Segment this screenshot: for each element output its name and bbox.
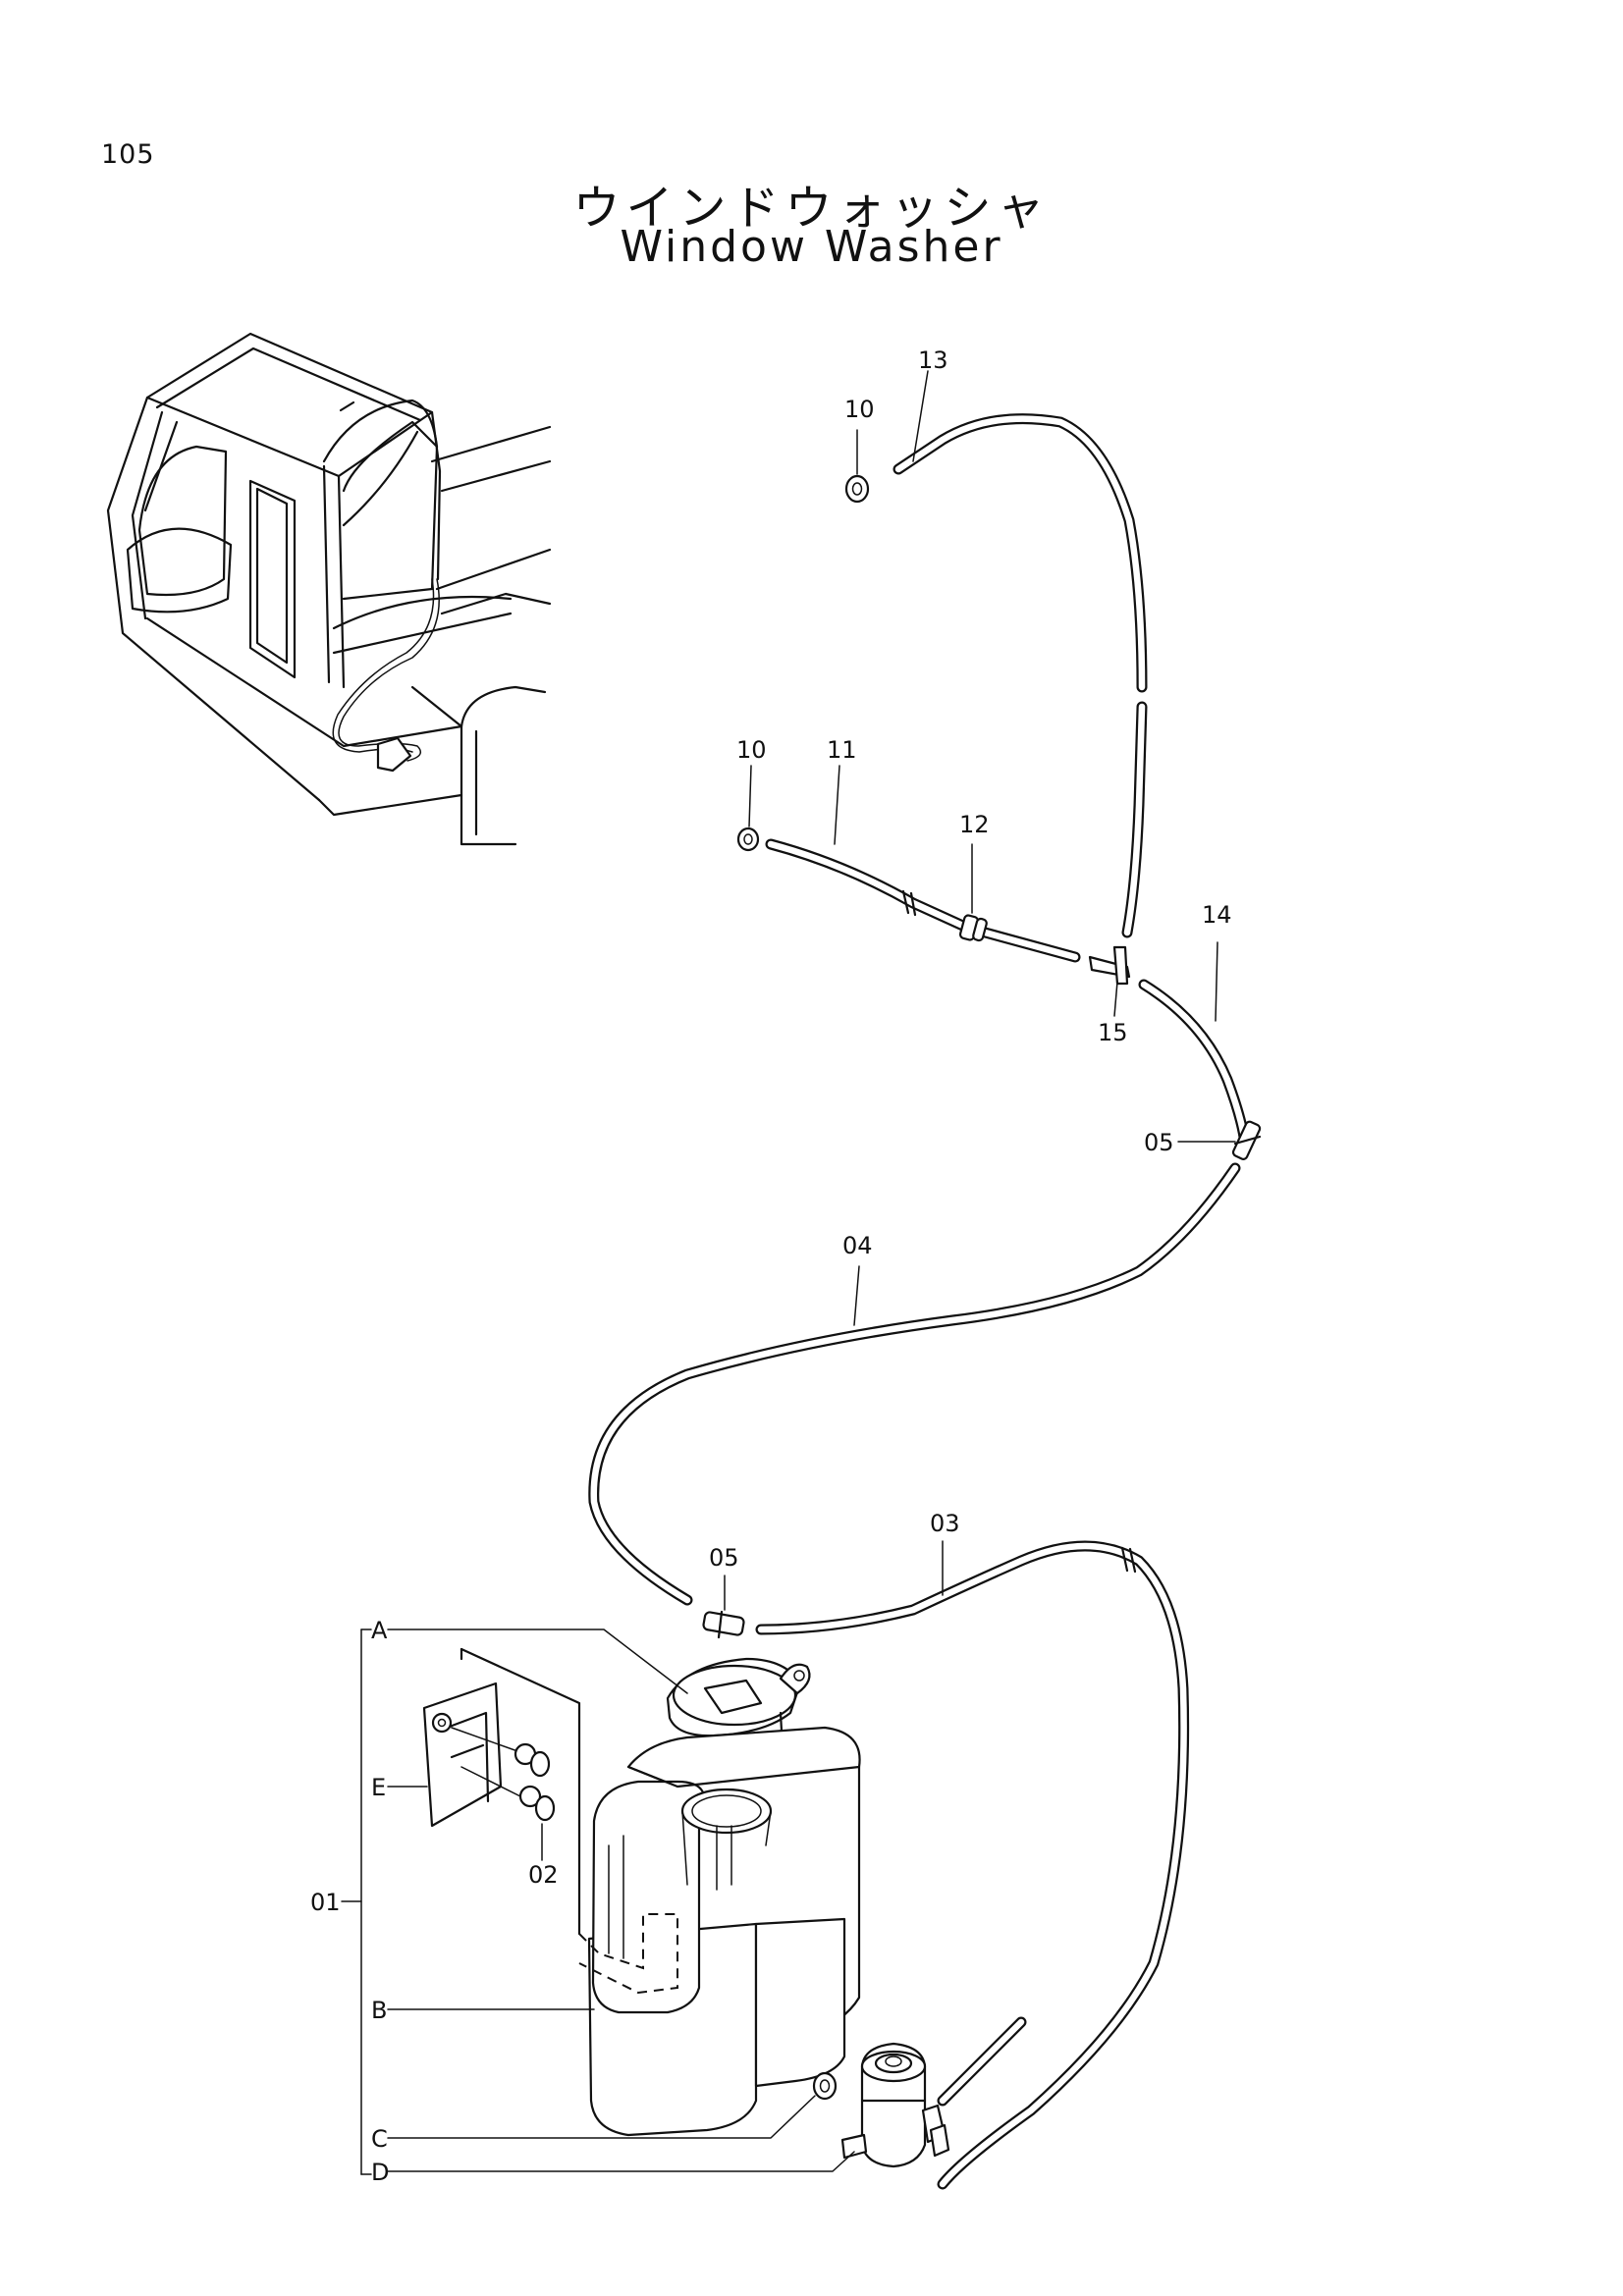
callout-05-upper: 05 [1144,1129,1174,1156]
page-number: 105 [101,139,155,170]
callout-14: 14 [1202,901,1232,929]
callout-12: 12 [959,811,990,838]
callout-13: 13 [918,347,948,374]
subpart-b: B [371,1997,387,2024]
hose-14 [1138,979,1251,1149]
hose-04 [588,1162,1241,1606]
cab-overview-illustration [106,332,552,846]
callout-04: 04 [842,1232,873,1259]
callout-labels: 13 10 10 11 12 14 15 05 04 05 03 02 01 A… [310,347,1232,2186]
hose-13 [893,413,1148,938]
subpart-d: D [371,2159,389,2186]
callout-10-top: 10 [844,396,875,423]
callout-02: 02 [528,1861,559,1889]
subpart-a: A [371,1617,388,1644]
bolts-02 [451,1727,556,1822]
title-english: Window Washer [620,222,1003,272]
subpart-c: C [371,2125,388,2153]
joint-05-upper [1231,1120,1262,1160]
callout-11: 11 [827,736,857,764]
grommet-c [812,2071,838,2101]
callout-03: 03 [930,1510,960,1537]
bracket-e [422,1647,581,1936]
clip-12 [958,914,988,942]
washer-10-mid [736,827,760,852]
joint-05-lower [702,1610,745,1639]
hose-11 [765,838,1081,963]
title-japanese: ウインドウォッシャ [572,181,1051,236]
hose-03 [755,1540,1190,2190]
callout-15: 15 [1098,1019,1128,1046]
tee-joint-15 [1088,945,1131,986]
leader-lines [341,370,1236,2175]
callout-05-lower: 05 [709,1544,739,1572]
subpart-e: E [371,1774,386,1801]
tank-cap-a [666,1657,811,1782]
washer-pump-d [840,2042,950,2168]
washer-tank-b [578,1726,861,2137]
callout-01: 01 [310,1889,341,1916]
callout-10-mid: 10 [736,736,767,764]
washer-10-top [844,474,870,504]
